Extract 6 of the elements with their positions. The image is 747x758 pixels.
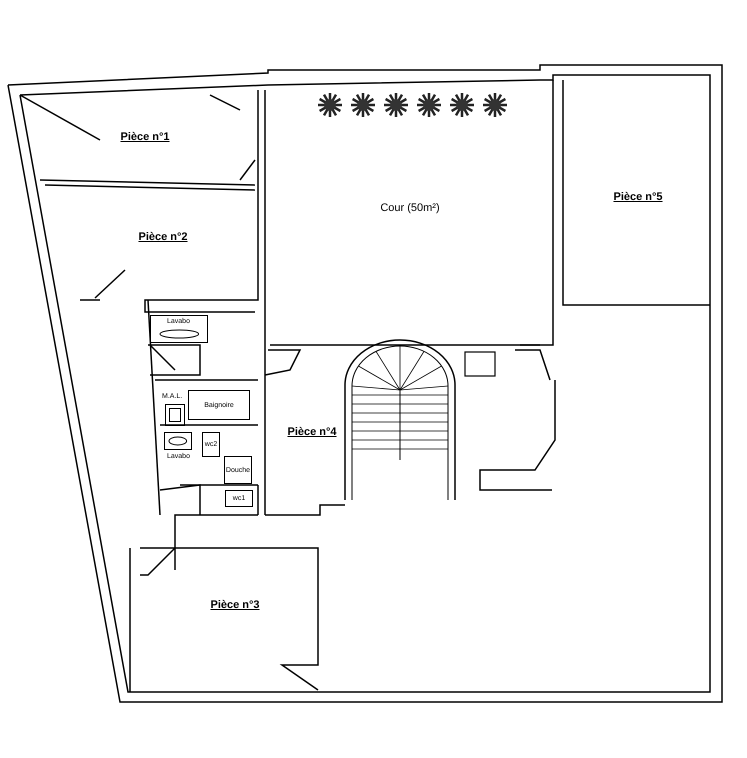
room-label: Pièce n°1 [120,131,170,143]
room-label: Pièce n°5 [613,191,663,203]
room-label: Pièce n°3 [210,599,260,611]
room-label: Cour (50m²) [380,202,440,214]
room-label: Pièce n°4 [287,426,337,438]
room-label: Pièce n°2 [138,231,188,243]
